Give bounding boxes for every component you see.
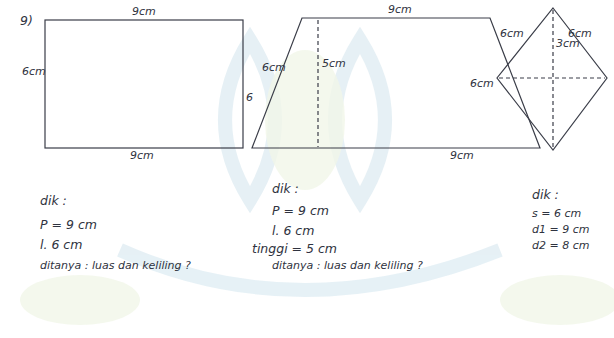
dimension: 5cm — [322, 58, 346, 70]
given-value: s = 6 cm — [532, 208, 581, 220]
dimension: 9cm — [450, 150, 474, 162]
diagonal — [552, 10, 553, 148]
question-text: ditanya : luas dan keliling ? — [272, 260, 423, 272]
dimension: 6cm — [568, 28, 592, 40]
dimension: 6cm — [262, 62, 286, 74]
given-value: d1 = 9 cm — [532, 224, 589, 236]
height-line — [317, 20, 318, 147]
given-heading: dik : — [272, 182, 299, 196]
parallelogram — [252, 18, 540, 148]
given-value: l. 6 cm — [40, 238, 82, 252]
given-value: P = 9 cm — [272, 204, 329, 218]
dimension: 6cm — [500, 28, 524, 40]
given-heading: dik : — [40, 194, 67, 208]
problem-number: 9) — [20, 14, 33, 28]
dimension: 9cm — [130, 150, 154, 162]
diagonal — [499, 77, 605, 78]
given-value: l. 6 cm — [272, 224, 314, 238]
given-heading: dik : — [532, 188, 559, 202]
dimension: 9cm — [132, 6, 156, 18]
rectangle — [45, 20, 243, 148]
given-value: d2 = 8 cm — [532, 240, 589, 252]
dimension: 6cm — [470, 78, 494, 90]
dimension: 9cm — [388, 4, 412, 16]
rhombus — [497, 8, 607, 150]
dimension: 6 — [246, 92, 253, 104]
given-value: P = 9 cm — [40, 218, 97, 232]
question-text: ditanya : luas dan keliling ? — [40, 260, 191, 272]
dimension: 6cm — [22, 66, 46, 78]
given-value: tinggi = 5 cm — [252, 242, 337, 256]
